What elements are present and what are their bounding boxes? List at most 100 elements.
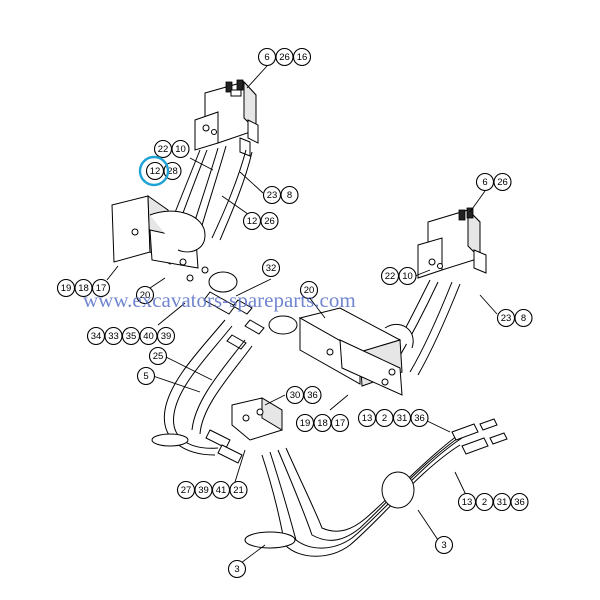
callout-number: 10 bbox=[175, 144, 186, 155]
callout-circle bbox=[91, 278, 111, 298]
callout-c-22-10-right: 22 10 bbox=[380, 266, 417, 286]
callout-number: 41 bbox=[216, 485, 227, 496]
callout-number: 18 bbox=[78, 283, 89, 294]
callout-c-20-center: 20 bbox=[299, 280, 319, 300]
callout-number: 36 bbox=[307, 390, 318, 401]
callout-c-34-33-35-40-39: 34 33 35 40 39 bbox=[86, 326, 176, 346]
callout-c-6-26-16: 6 26 16 bbox=[257, 47, 312, 67]
callout-c-3-right: 3 bbox=[434, 535, 454, 555]
callout-number: 20 bbox=[304, 285, 315, 296]
manifold-lower bbox=[205, 397, 283, 464]
callout-number: 6 bbox=[264, 52, 269, 63]
callout-number: 12 bbox=[150, 166, 161, 177]
callout-c-12-28-left: 12 28 bbox=[145, 161, 182, 181]
callout-circle bbox=[229, 480, 248, 500]
callout-number: 22 bbox=[158, 144, 169, 155]
callout-circle bbox=[261, 258, 281, 278]
watermark-text: www.excavators-spareparts.com bbox=[83, 288, 356, 312]
callout-number: 23 bbox=[501, 313, 512, 324]
valve-block-upper-right bbox=[417, 207, 487, 279]
callout-circle bbox=[156, 326, 176, 346]
clamp-fitting-center bbox=[203, 271, 298, 350]
callout-c-32: 32 bbox=[261, 258, 281, 278]
callout-number: 2 bbox=[482, 497, 487, 508]
callout-number: 19 bbox=[61, 283, 72, 294]
callout-circle bbox=[303, 385, 322, 405]
callout-number: 34 bbox=[91, 331, 102, 342]
callout-number: 26 bbox=[264, 216, 275, 227]
callout-circle bbox=[434, 535, 454, 555]
callout-number: 23 bbox=[267, 190, 278, 201]
callout-circle bbox=[299, 280, 319, 300]
callout-number: 32 bbox=[266, 263, 277, 274]
callout-c-22-10-left: 22 10 bbox=[153, 139, 190, 159]
callout-number: 10 bbox=[402, 271, 413, 282]
callout-c-20-left: 20 bbox=[135, 285, 155, 305]
callout-c-6-26: 6 26 bbox=[475, 172, 512, 192]
callout-circle bbox=[292, 47, 312, 67]
callout-c-23-8-right: 23 8 bbox=[496, 308, 533, 328]
bracket-center bbox=[298, 307, 414, 396]
callout-circle bbox=[510, 492, 529, 512]
callout-number: 3 bbox=[234, 564, 239, 575]
callout-c-25: 25 bbox=[148, 346, 168, 366]
callout-number: 39 bbox=[198, 485, 209, 496]
bracket-left bbox=[111, 195, 209, 282]
fittings-right bbox=[451, 418, 508, 455]
callout-c-30-36: 30 36 bbox=[285, 385, 322, 405]
valve-block-upper-left bbox=[194, 79, 259, 157]
callout-number: 31 bbox=[397, 413, 408, 424]
callout-number: 2 bbox=[382, 413, 387, 424]
hose-bundle-main bbox=[151, 319, 475, 557]
callout-number: 26 bbox=[279, 52, 290, 63]
callout-circle bbox=[330, 413, 350, 433]
callout-circle bbox=[398, 266, 417, 286]
callout-number: 21 bbox=[233, 485, 244, 496]
callout-circle bbox=[148, 346, 168, 366]
callout-number: 36 bbox=[414, 413, 425, 424]
callout-number: 33 bbox=[108, 331, 119, 342]
callout-circle bbox=[135, 285, 155, 305]
callout-number: 30 bbox=[290, 390, 301, 401]
callout-number: 39 bbox=[161, 331, 172, 342]
callout-number: 8 bbox=[521, 313, 526, 324]
callout-circle bbox=[410, 408, 429, 428]
callout-number: 17 bbox=[96, 283, 107, 294]
callout-number: 3 bbox=[441, 540, 446, 551]
callout-circle bbox=[260, 211, 279, 231]
callout-circle bbox=[493, 172, 512, 192]
callout-number: 17 bbox=[335, 418, 346, 429]
callout-number: 6 bbox=[482, 177, 487, 188]
callout-number: 13 bbox=[462, 497, 473, 508]
callout-circle bbox=[227, 559, 247, 579]
callout-c-19-18-17-right: 19 18 17 bbox=[295, 413, 350, 433]
callout-number: 22 bbox=[385, 271, 396, 282]
callout-number: 5 bbox=[143, 371, 148, 382]
leader-lines bbox=[106, 65, 498, 567]
callout-number: 27 bbox=[181, 485, 192, 496]
callout-number: 35 bbox=[126, 331, 137, 342]
highlight-ring bbox=[138, 155, 170, 187]
callout-number: 19 bbox=[300, 418, 311, 429]
callout-number: 31 bbox=[497, 497, 508, 508]
callout-number: 8 bbox=[287, 190, 292, 201]
callout-circle bbox=[171, 139, 190, 159]
callout-c-5: 5 bbox=[136, 366, 156, 386]
callout-number: 12 bbox=[247, 216, 258, 227]
callout-number: 26 bbox=[497, 177, 508, 188]
callout-number: 20 bbox=[140, 290, 151, 301]
callout-c-3-left: 3 bbox=[227, 559, 247, 579]
callout-circle bbox=[280, 185, 299, 205]
callout-number: 28 bbox=[167, 166, 178, 177]
callout-number: 16 bbox=[297, 52, 308, 63]
callout-number: 40 bbox=[143, 331, 154, 342]
callout-number: 18 bbox=[317, 418, 328, 429]
callout-c-23-8-left: 23 8 bbox=[262, 185, 299, 205]
callout-c-12-26: 12 26 bbox=[242, 211, 279, 231]
callout-number: 25 bbox=[153, 351, 164, 362]
callout-c-27-39-41-21: 27 39 41 21 bbox=[176, 480, 248, 500]
